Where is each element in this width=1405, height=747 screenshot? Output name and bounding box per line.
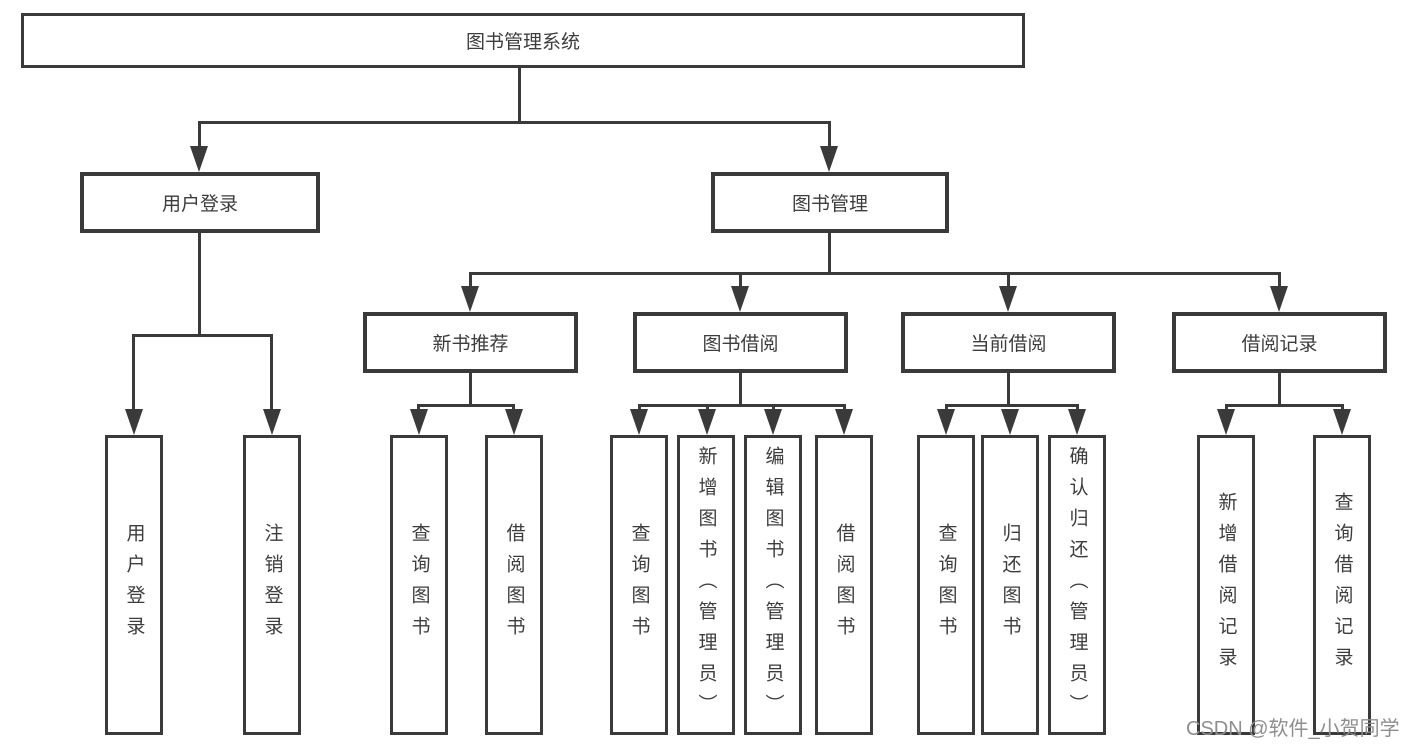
arrow-down-icon: [190, 146, 208, 172]
connector-root-bar: [198, 121, 831, 124]
leaf-user-login-label: 用户登录: [123, 523, 145, 647]
arrow-down-icon: [1333, 409, 1351, 435]
node-new-book-recommend: 新书推荐: [363, 312, 578, 373]
node-current-borrow: 当前借阅: [901, 312, 1116, 373]
arrow-down-icon: [263, 409, 281, 435]
leaf-query-books: 查询图书: [917, 435, 975, 735]
leaf-borrow-books: 借阅图书: [815, 435, 873, 735]
leaf-query-books-label: 查询图书: [935, 523, 957, 647]
connector-arm: [739, 272, 742, 290]
arrow-down-icon: [125, 409, 143, 435]
connector-arm: [1007, 272, 1010, 290]
node-root-label: 图书管理系统: [465, 32, 580, 53]
connector-stem: [469, 373, 472, 406]
connector-stem: [1007, 373, 1010, 406]
leaf-query-books-label: 查询图书: [408, 523, 430, 647]
leaf-return-books: 归还图书: [981, 435, 1039, 735]
node-book-borrow: 图书借阅: [633, 312, 848, 373]
leaf-confirm-return-admin: 确认归还（管理员）: [1048, 435, 1106, 735]
leaf-query-books: 查询图书: [390, 435, 448, 735]
connector-bar: [638, 404, 846, 407]
leaf-user-login: 用户登录: [105, 435, 163, 735]
connector-arm: [198, 121, 201, 150]
connector-root-stem: [518, 68, 521, 123]
arrow-down-icon: [1068, 409, 1086, 435]
connector-arm: [828, 121, 831, 150]
arrow-down-icon: [410, 409, 428, 435]
leaf-confirm-return-admin-label: 确认归还（管理员）: [1066, 445, 1088, 725]
node-book-management: 图书管理: [711, 172, 949, 233]
leaf-logout: 注销登录: [243, 435, 301, 735]
node-borrow-record-label: 借阅记录: [1241, 334, 1318, 355]
leaf-edit-books-admin-label: 编辑图书（管理员）: [762, 445, 784, 725]
node-user-login-label: 用户登录: [161, 194, 238, 215]
leaf-borrow-books-label: 借阅图书: [503, 523, 525, 647]
leaf-edit-books-admin: 编辑图书（管理员）: [744, 435, 802, 735]
arrow-down-icon: [505, 409, 523, 435]
connector-arm: [270, 334, 273, 412]
connector-arm: [132, 334, 135, 412]
arrow-down-icon: [1217, 409, 1235, 435]
watermark: CSDN @软件_小贺同学: [1186, 718, 1400, 740]
arrow-down-icon: [698, 409, 716, 435]
leaf-return-books-label: 归还图书: [999, 523, 1021, 647]
leaf-query-books: 查询图书: [610, 435, 668, 735]
connector-bar: [945, 404, 1079, 407]
arrow-down-icon: [1001, 409, 1019, 435]
connector-stem: [739, 373, 742, 406]
arrow-down-icon: [835, 409, 853, 435]
arrow-down-icon: [764, 409, 782, 435]
connector-bar: [469, 272, 1281, 275]
leaf-add-books-admin-label: 新增图书（管理员）: [695, 445, 717, 725]
connector-stem: [1278, 373, 1281, 406]
leaf-query-borrow-record-label: 查询借阅记录: [1331, 492, 1353, 678]
leaf-query-borrow-record: 查询借阅记录: [1313, 435, 1371, 735]
leaf-add-borrow-record: 新增借阅记录: [1197, 435, 1255, 735]
connector-bar: [1225, 404, 1344, 407]
arrow-down-icon: [937, 409, 955, 435]
node-root: 图书管理系统: [21, 13, 1025, 68]
arrow-down-icon: [820, 146, 838, 172]
leaf-add-books-admin: 新增图书（管理员）: [677, 435, 735, 735]
leaf-logout-label: 注销登录: [261, 523, 283, 647]
node-current-borrow-label: 当前借阅: [970, 334, 1047, 355]
leaf-query-books-label: 查询图书: [628, 523, 650, 647]
node-borrow-record: 借阅记录: [1172, 312, 1387, 373]
connector-stem: [828, 233, 831, 274]
connector-bar: [132, 334, 273, 337]
connector-arm: [469, 272, 472, 290]
connector-bar: [417, 404, 515, 407]
node-book-management-label: 图书管理: [791, 194, 868, 215]
leaf-add-borrow-record-label: 新增借阅记录: [1215, 492, 1237, 678]
leaf-borrow-books-label: 借阅图书: [833, 523, 855, 647]
connector-stem: [198, 233, 201, 336]
leaf-borrow-books: 借阅图书: [485, 435, 543, 735]
arrow-down-icon: [999, 286, 1017, 312]
arrow-down-icon: [731, 286, 749, 312]
arrow-down-icon: [1270, 286, 1288, 312]
connector-arm: [1278, 272, 1281, 290]
arrow-down-icon: [630, 409, 648, 435]
arrow-down-icon: [461, 286, 479, 312]
node-book-borrow-label: 图书借阅: [702, 334, 779, 355]
node-user-login: 用户登录: [80, 172, 320, 233]
node-new-book-recommend-label: 新书推荐: [432, 334, 509, 355]
